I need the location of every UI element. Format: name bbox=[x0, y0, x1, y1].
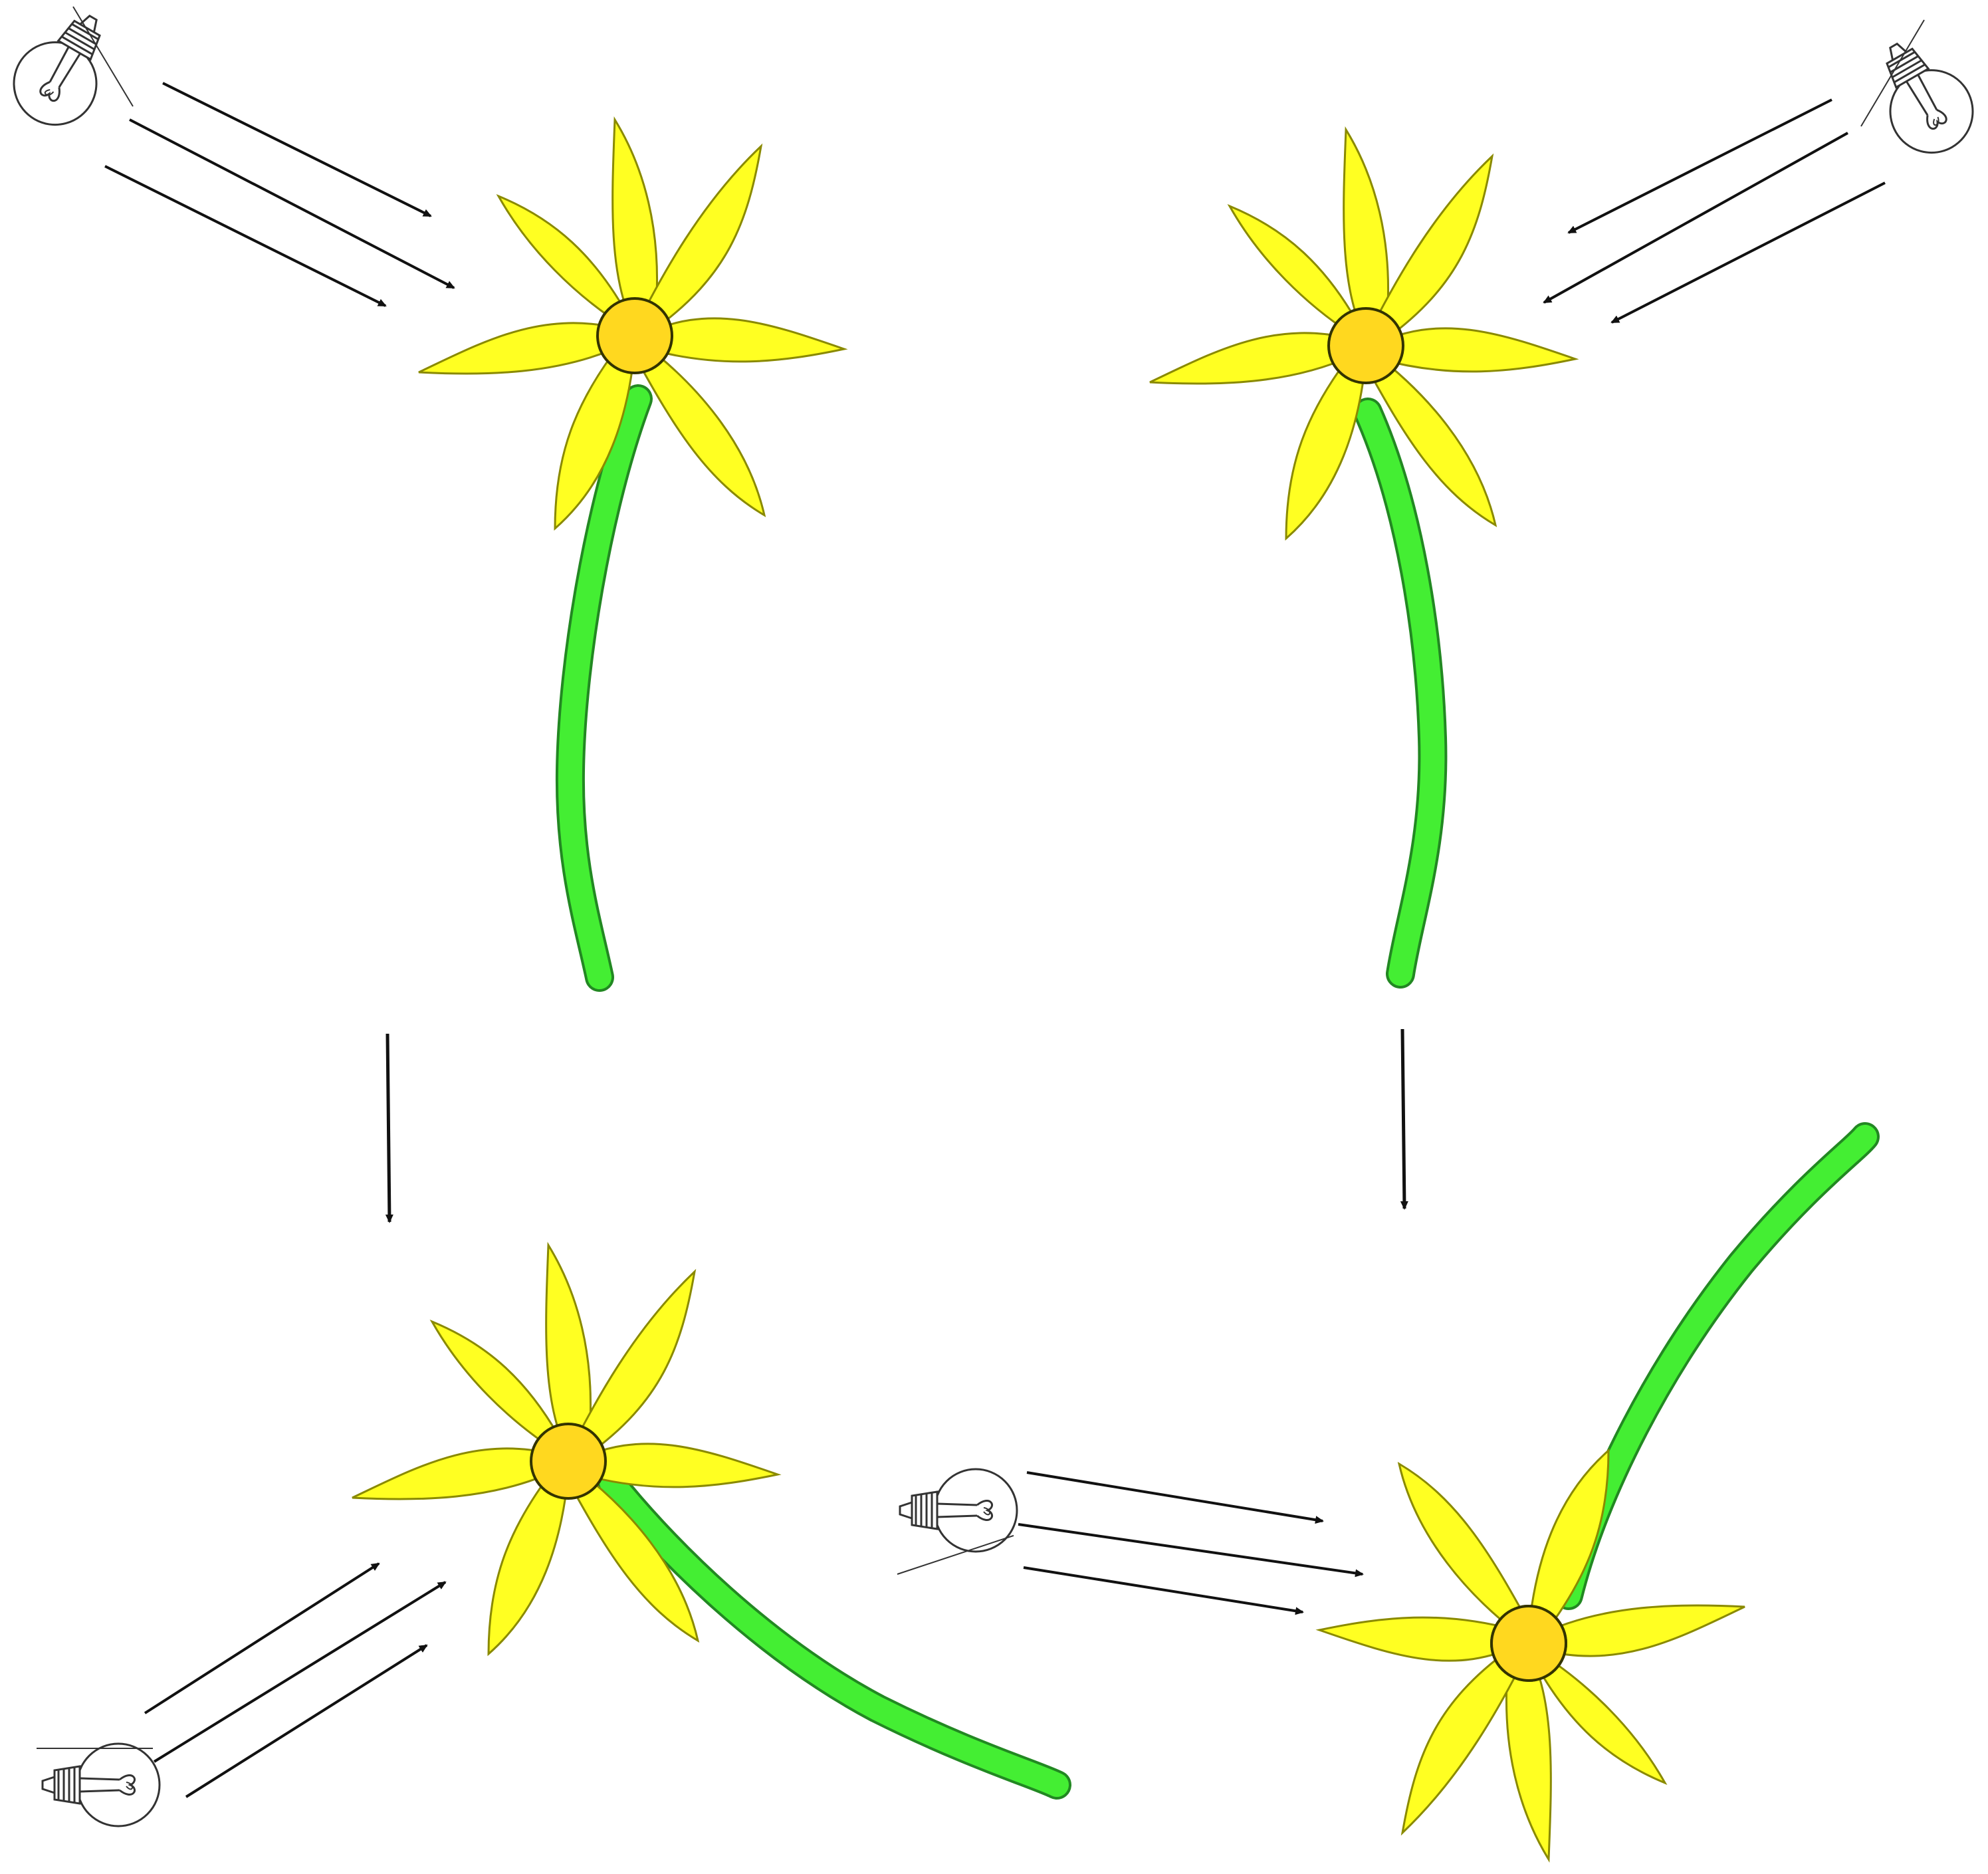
flower-stem bbox=[555, 384, 653, 992]
flower-stem bbox=[1353, 398, 1448, 989]
arrow-icon bbox=[1018, 1523, 1364, 1578]
light-bulb-icon bbox=[899, 1468, 1018, 1553]
panel-bottom-left bbox=[37, 1244, 1071, 1827]
light-bulb-icon bbox=[1856, 24, 1988, 169]
arrow-icon bbox=[1023, 1566, 1304, 1615]
bulb-shade-line bbox=[897, 1535, 1014, 1575]
light-ray-arrows bbox=[104, 82, 455, 307]
flower-icon bbox=[1149, 128, 1577, 540]
panel-top-left bbox=[0, 0, 845, 992]
arrow-icon bbox=[153, 1581, 447, 1763]
flower-center bbox=[1490, 1605, 1567, 1682]
flower-icon bbox=[417, 118, 845, 530]
light-ray-arrows bbox=[1018, 1471, 1364, 1615]
panel-top-right bbox=[1149, 19, 1988, 989]
arrow-icon bbox=[104, 165, 387, 307]
light-ray-arrows bbox=[1543, 98, 1886, 324]
arrow-icon bbox=[1543, 132, 1848, 304]
arrow-icon bbox=[1026, 1471, 1324, 1524]
arrow-icon bbox=[1610, 181, 1886, 324]
arrow-icon bbox=[162, 82, 432, 217]
arrow-icon bbox=[385, 1033, 393, 1223]
arrow-icon bbox=[1567, 98, 1832, 234]
flower-stem bbox=[1554, 1122, 1880, 1610]
bulb-shade-line bbox=[1860, 19, 1925, 127]
arrow-icon bbox=[1400, 1028, 1408, 1210]
light-ray-arrows bbox=[144, 1562, 447, 1798]
bulb-shade-line bbox=[72, 6, 134, 107]
arrow-icon bbox=[144, 1562, 380, 1714]
panel-bottom-right bbox=[897, 1122, 1880, 1861]
arrow-icon bbox=[129, 118, 455, 289]
arrow-icon bbox=[185, 1644, 428, 1798]
flower-stem bbox=[597, 1468, 1071, 1800]
light-bulb-icon bbox=[41, 1742, 161, 1827]
transition-arrows bbox=[385, 1028, 1408, 1223]
light-bulb-icon bbox=[0, 0, 130, 141]
